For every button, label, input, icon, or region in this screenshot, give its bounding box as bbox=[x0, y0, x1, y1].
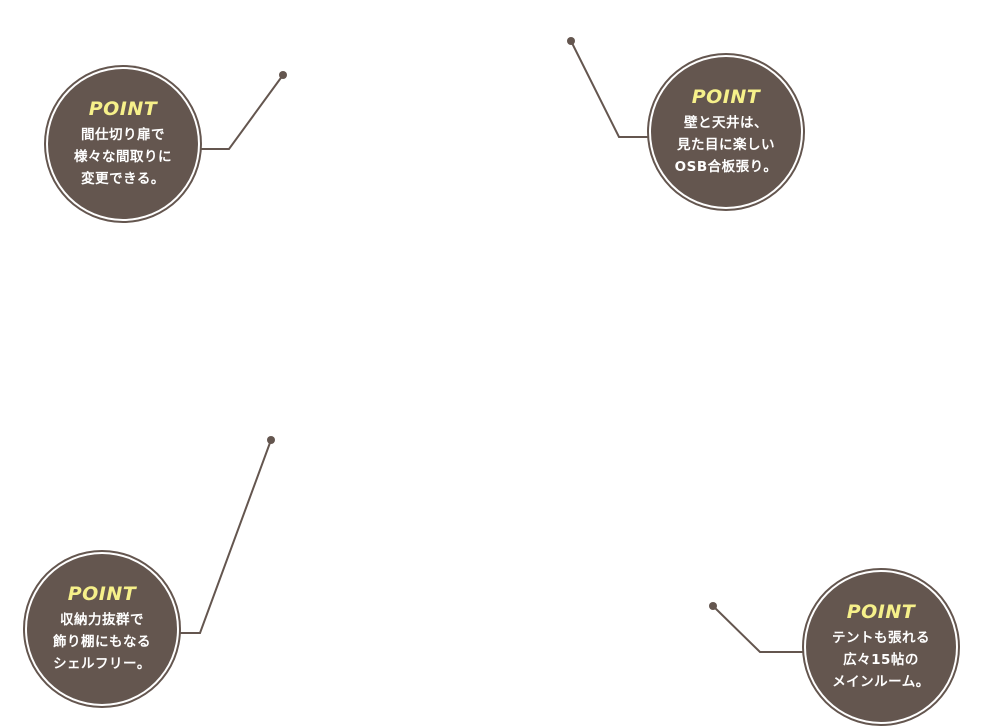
point-text-line: 広々15帖の bbox=[843, 652, 919, 668]
leader-line-3 bbox=[177, 439, 272, 634]
point-badge-2: POINT 壁と天井は、 見た目に楽しい OSB合板張り。 bbox=[651, 57, 801, 207]
anchor-dot-1 bbox=[279, 71, 287, 79]
point-text-line: 様々な間取りに bbox=[74, 149, 172, 165]
leader-line-2 bbox=[570, 40, 651, 138]
anchor-dot-3 bbox=[267, 436, 275, 444]
anchor-dot-2 bbox=[567, 37, 575, 45]
leader-line-4 bbox=[712, 605, 806, 653]
point-label: POINT bbox=[846, 601, 916, 623]
point-text-line: シェルフリー。 bbox=[53, 656, 151, 672]
leader-line-1 bbox=[198, 74, 284, 150]
point-text-line: 見た目に楽しい bbox=[677, 137, 775, 153]
point-badge-3: POINT 収納力抜群で 飾り棚にもなる シェルフリー。 bbox=[27, 554, 177, 704]
anchor-dot-4 bbox=[709, 602, 717, 610]
point-text-line: テントも張れる bbox=[832, 630, 930, 646]
point-badge-4: POINT テントも張れる 広々15帖の メインルーム。 bbox=[806, 572, 956, 722]
point-label: POINT bbox=[88, 98, 158, 120]
point-text-line: 間仕切り扉で bbox=[81, 127, 165, 143]
point-text-line: OSB合板張り。 bbox=[674, 159, 778, 175]
point-label: POINT bbox=[691, 86, 761, 108]
point-text-line: 収納力抜群で bbox=[60, 612, 144, 628]
point-text-line: 変更できる。 bbox=[81, 171, 165, 187]
point-text-line: 飾り棚にもなる bbox=[53, 634, 151, 650]
point-label: POINT bbox=[67, 583, 137, 605]
point-text-line: 壁と天井は、 bbox=[684, 115, 768, 131]
point-text-line: メインルーム。 bbox=[832, 674, 930, 690]
point-badge-1: POINT 間仕切り扉で 様々な間取りに 変更できる。 bbox=[48, 69, 198, 219]
